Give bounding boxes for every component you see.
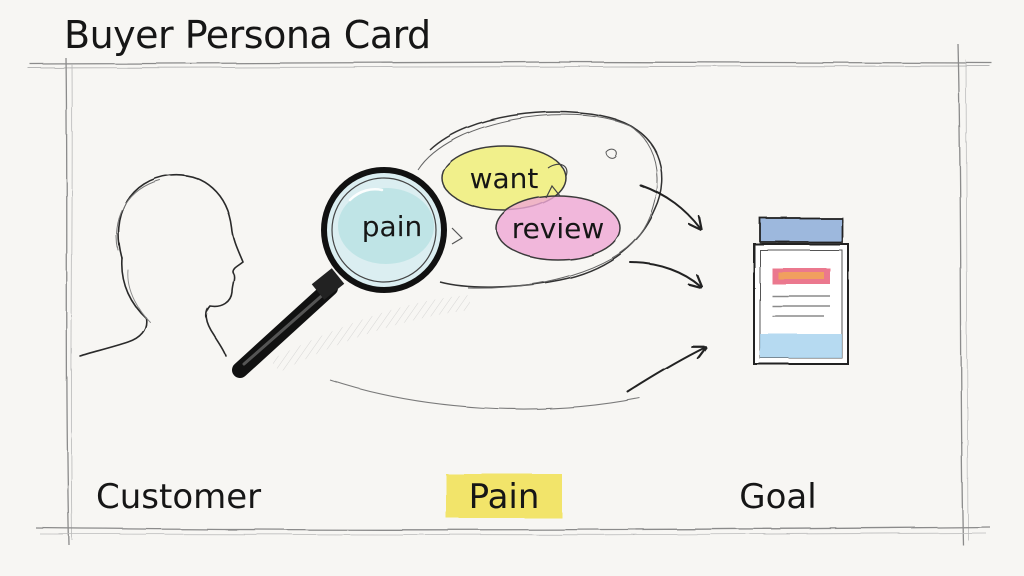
review-label: review <box>512 212 605 245</box>
pain-highlight <box>446 474 562 518</box>
page-title: Buyer Persona Card <box>64 13 431 57</box>
shading <box>270 295 470 372</box>
pain-bubble-label: pain <box>362 210 422 243</box>
pain-label-group: Pain <box>446 474 562 518</box>
customer-head-icon <box>79 174 244 357</box>
pain-label: Pain <box>469 477 540 517</box>
want-label: want <box>470 162 539 195</box>
customer-label: Customer <box>96 477 261 517</box>
want-bubble: want <box>441 145 568 211</box>
document-icon <box>753 217 849 365</box>
arrow-icon <box>627 184 704 393</box>
thought-cloud <box>417 111 663 289</box>
magnifying-glass-icon: pain <box>232 167 447 378</box>
connector-line <box>329 379 641 410</box>
review-bubble: review <box>495 184 621 261</box>
goal-label: Goal <box>739 477 816 517</box>
